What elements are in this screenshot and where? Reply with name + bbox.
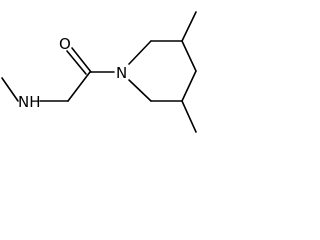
amine-nh-label: NH xyxy=(18,93,41,111)
molecule-structure: O N NH xyxy=(1,11,197,133)
bond-methyl-upper xyxy=(181,11,197,42)
ring-nitrogen-label: N xyxy=(116,64,127,82)
bond-carbonyl-double-b xyxy=(66,50,87,75)
oxygen-atom-label: O xyxy=(59,35,71,53)
bond-methyl-lower xyxy=(181,100,197,133)
bond-carbonyl-double-a xyxy=(71,47,92,73)
bond-ring-n-c2 xyxy=(128,40,152,65)
bond-carbonyl-ch2 xyxy=(67,71,91,102)
bond-nh-methyl xyxy=(1,77,19,102)
bond-ring-c6-n xyxy=(128,79,152,102)
bond-ring-c3-c4 xyxy=(181,40,197,72)
bond-ring-c4-c5 xyxy=(181,70,197,102)
